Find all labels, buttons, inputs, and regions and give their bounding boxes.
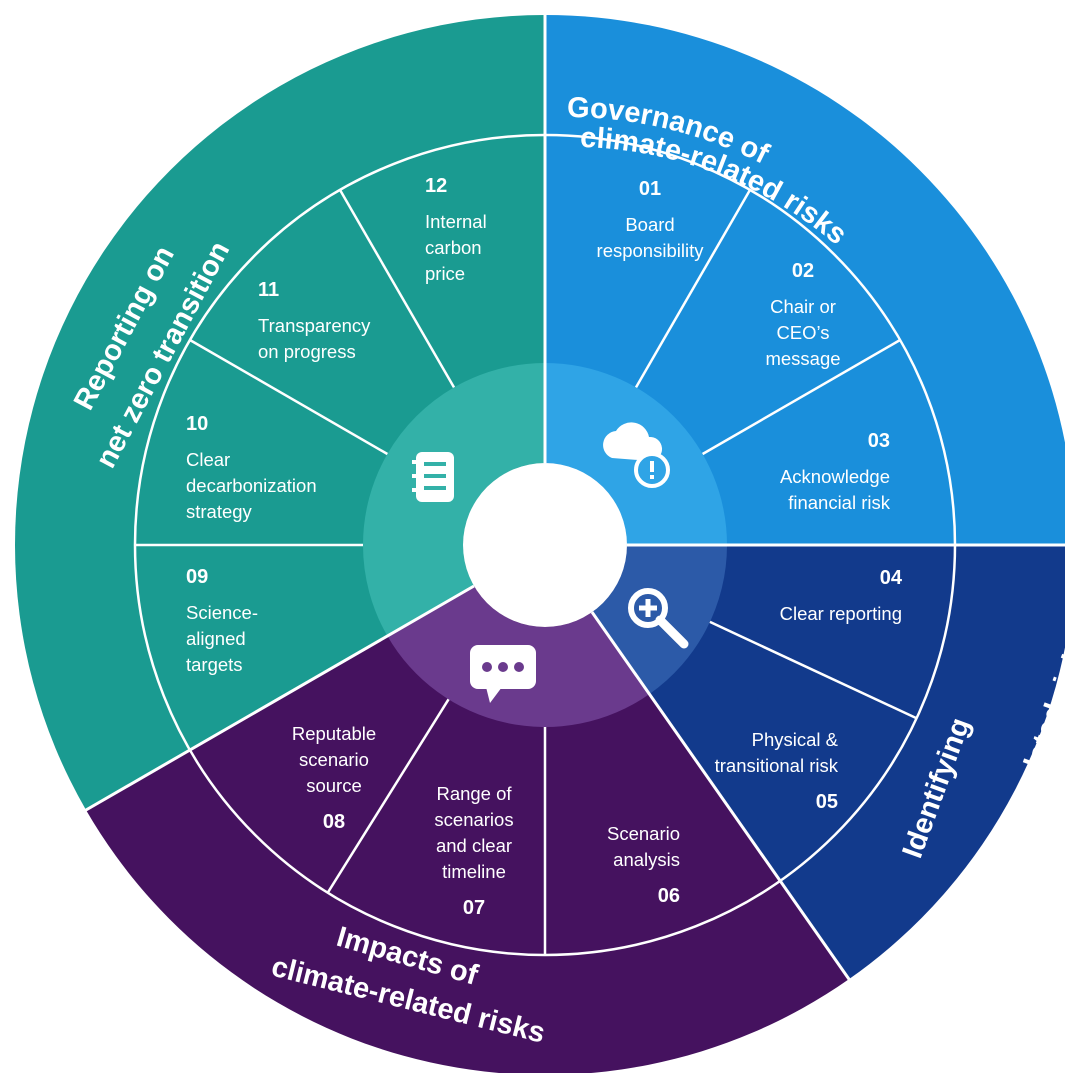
chat-bubble-icon bbox=[470, 645, 536, 703]
center-circle bbox=[463, 463, 627, 627]
item-label-line: CEO’s bbox=[776, 322, 829, 343]
item-label-line: strategy bbox=[186, 501, 253, 522]
governance-outer-sector bbox=[545, 15, 1065, 545]
item-label-line: Transparency bbox=[258, 315, 371, 336]
item-label-line: scenarios bbox=[434, 809, 513, 830]
item-label-line: Scenario bbox=[607, 823, 680, 844]
divider-line bbox=[76, 584, 475, 817]
item-label-line: Chair or bbox=[770, 296, 836, 317]
item-label-line: on progress bbox=[258, 341, 356, 362]
item-label-line: Board bbox=[625, 214, 674, 235]
item-label-line: transitional risk bbox=[715, 755, 839, 776]
item-number: 10 bbox=[186, 413, 208, 435]
item-label-line: targets bbox=[186, 654, 243, 675]
cloud-alert-icon bbox=[603, 422, 670, 488]
item-label-line: source bbox=[306, 775, 362, 796]
impacts-outer-sector bbox=[86, 545, 849, 1073]
item-label-line: responsibility bbox=[597, 240, 705, 261]
item-08: Reputable scenario source 08 bbox=[292, 723, 376, 833]
item-number: 06 bbox=[658, 885, 680, 907]
item-number: 11 bbox=[258, 279, 279, 301]
item-label-line: Clear bbox=[186, 449, 230, 470]
item-label-line: Clear reporting bbox=[780, 603, 902, 624]
item-number: 02 bbox=[792, 260, 814, 282]
item-label-line: Internal bbox=[425, 211, 487, 232]
item-label-line: Physical & bbox=[752, 729, 839, 750]
item-number: 07 bbox=[463, 897, 485, 919]
item-label-line: Acknowledge bbox=[780, 466, 890, 487]
item-number: 09 bbox=[186, 566, 208, 588]
quadrant-governance bbox=[545, 15, 1065, 545]
item-label-line: scenario bbox=[299, 749, 369, 770]
item-label-line: decarbonization bbox=[186, 475, 317, 496]
item-label-line: aligned bbox=[186, 628, 246, 649]
item-label-line: Range of bbox=[436, 783, 512, 804]
item-label-line: timeline bbox=[442, 861, 506, 882]
divider-line bbox=[709, 620, 918, 720]
divider-line bbox=[326, 698, 450, 894]
item-label-line: and clear bbox=[436, 835, 512, 856]
divider-line bbox=[590, 611, 856, 989]
item-number: 03 bbox=[868, 430, 890, 452]
magnifier-plus-icon bbox=[628, 588, 689, 649]
divider-line bbox=[189, 338, 389, 456]
quadrant-impacts bbox=[86, 545, 849, 1073]
item-number: 12 bbox=[425, 175, 447, 197]
item-label-line: Science- bbox=[186, 602, 258, 623]
item-label-line: price bbox=[425, 263, 465, 284]
item-number: 01 bbox=[639, 178, 661, 200]
item-07: Range of scenarios and clear timeline 07 bbox=[434, 783, 513, 919]
item-05: Physical & transitional risk 05 bbox=[715, 729, 839, 813]
item-06: Scenario analysis 06 bbox=[607, 823, 680, 907]
divider-lines bbox=[76, 5, 1065, 989]
item-number: 05 bbox=[816, 791, 838, 813]
item-label-line: financial risk bbox=[788, 492, 891, 513]
divider-line bbox=[338, 189, 456, 389]
item-label-line: Reputable bbox=[292, 723, 376, 744]
notepad-icon bbox=[412, 452, 454, 502]
item-label-line: message bbox=[765, 348, 840, 369]
item-number: 08 bbox=[323, 811, 345, 833]
item-label-line: analysis bbox=[613, 849, 680, 870]
divider-line bbox=[634, 189, 752, 389]
reporting-hub-sector bbox=[363, 363, 545, 636]
divider-line bbox=[701, 338, 901, 456]
item-number: 04 bbox=[880, 567, 903, 589]
item-label-line: carbon bbox=[425, 237, 482, 258]
